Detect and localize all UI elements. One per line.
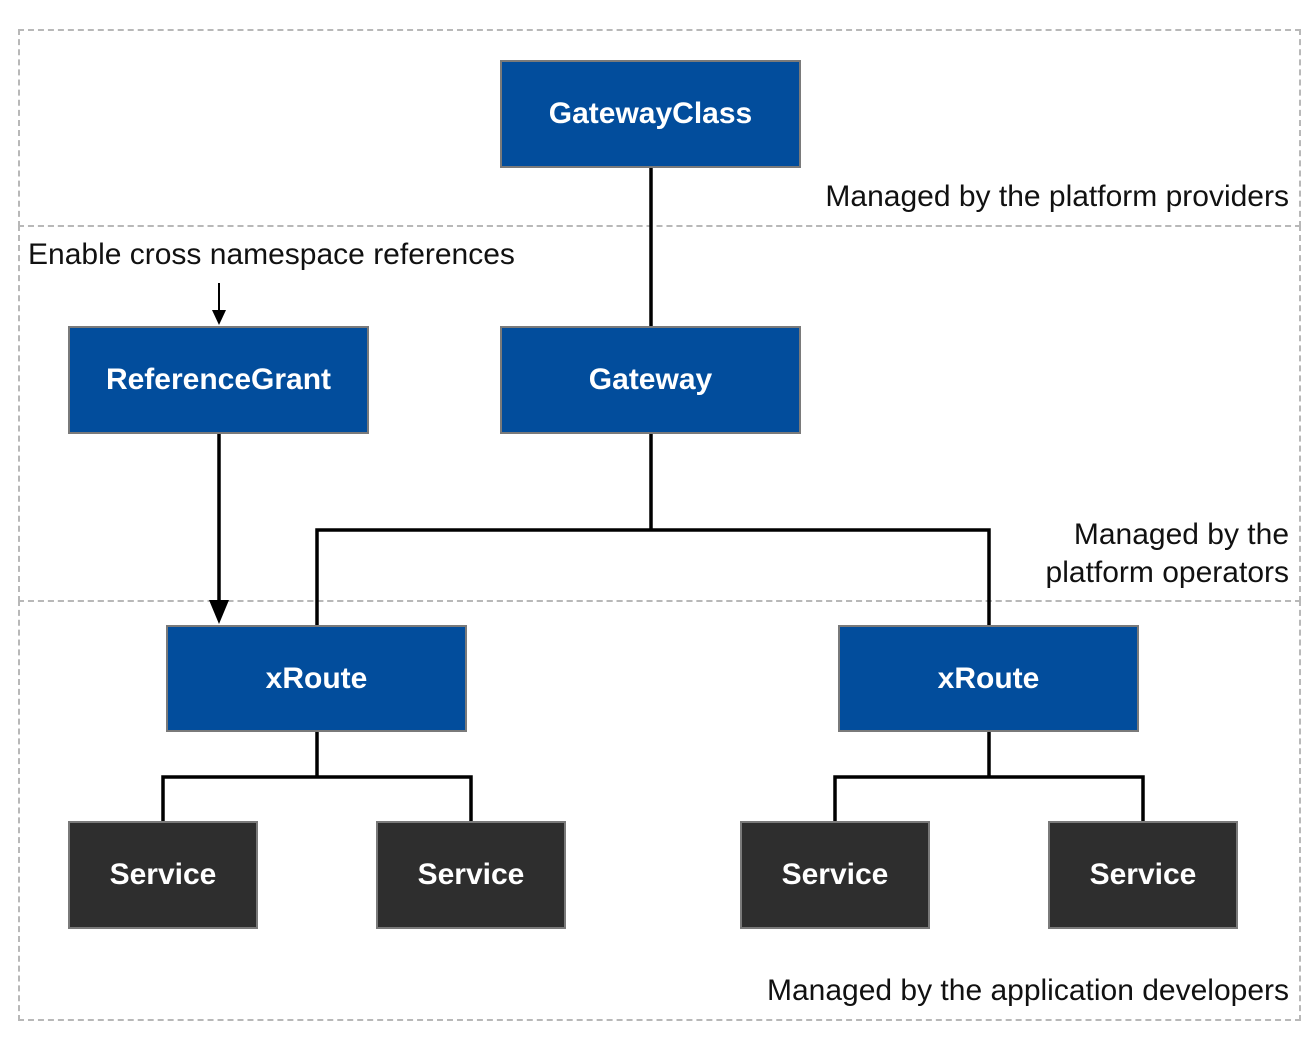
cross-namespace-annotation: Enable cross namespace references <box>28 238 515 271</box>
referencegrant-node: ReferenceGrant <box>68 326 369 434</box>
xroute-left-to-services-connector <box>161 775 473 823</box>
service-node-2: Service <box>376 821 566 929</box>
service-node-1: Service <box>68 821 258 929</box>
annotation-arrowhead <box>212 310 226 325</box>
service-node-3: Service <box>740 821 930 929</box>
gateway-to-xroutes-connector <box>315 528 991 627</box>
platform-operators-label-line2: platform operators <box>1045 556 1289 589</box>
gatewayclass-node: GatewayClass <box>500 60 801 168</box>
xroute-right-to-services-connector <box>833 775 1145 823</box>
xroute-left-node: xRoute <box>166 625 467 732</box>
platform-operators-label-line1: Managed by the <box>1073 518 1289 551</box>
xroute-right-node: xRoute <box>838 625 1139 732</box>
application-developers-zone <box>18 600 1301 1021</box>
gateway-node: Gateway <box>500 326 801 434</box>
application-developers-label: Managed by the application developers <box>766 974 1289 1007</box>
service-node-4: Service <box>1048 821 1238 929</box>
platform-providers-label: Managed by the platform providers <box>825 180 1289 213</box>
referencegrant-arrowhead <box>209 600 229 624</box>
